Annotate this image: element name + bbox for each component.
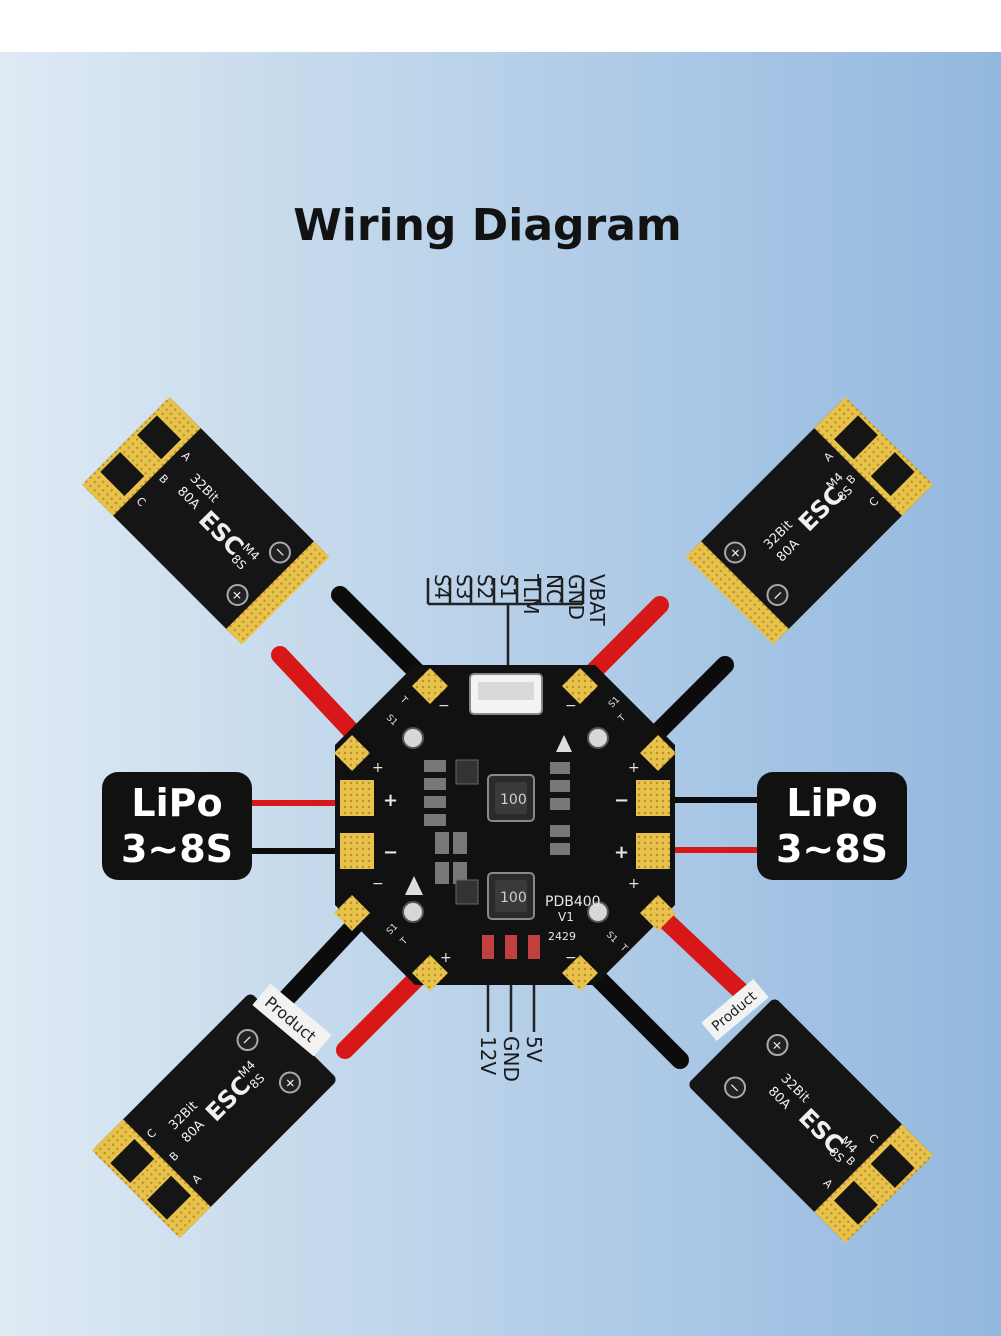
lipo-leads-left: [238, 800, 345, 854]
corner-minus-bl: −: [372, 876, 384, 892]
esc-top-right: [685, 396, 934, 645]
lipo-right-line1: LiPo: [786, 781, 878, 825]
pdb-version: V1: [558, 910, 574, 924]
wires-bottom-left: [276, 916, 429, 1059]
corner-minus-tl: −: [438, 698, 450, 714]
esc-bottom-right: [689, 999, 934, 1244]
lipo-left-line2: 3~8S: [120, 827, 234, 871]
label-s3: S3: [452, 574, 476, 599]
label-vbat: VBAT: [585, 574, 609, 627]
lipo-left-badge: LiPo 3~8S: [102, 772, 252, 880]
corner-minus-tr: −: [565, 698, 577, 714]
label-nc: NC: [542, 574, 566, 603]
label-gnd-power: GND: [499, 1036, 523, 1082]
wires-bottom-right: [586, 906, 759, 1069]
label-gnd: GND: [564, 574, 588, 620]
label-5v: 5V: [522, 1036, 546, 1063]
page-title: Wiring Diagram: [293, 200, 682, 251]
lipo-left-line1: LiPo: [131, 781, 223, 825]
pdb-code: 2429: [548, 930, 576, 943]
pad-plus-left: +: [383, 790, 398, 811]
lipo-right-line2: 3~8S: [775, 827, 889, 871]
inductor-marking-1: 100: [500, 792, 527, 808]
label-s1: S1: [496, 574, 520, 599]
corner-plus-bl: +: [440, 950, 452, 966]
corner-plus-tr: +: [628, 760, 640, 776]
corner-plus-tl: +: [372, 760, 384, 776]
label-s2: S2: [473, 574, 497, 599]
pad-minus-right: −: [614, 790, 629, 811]
top-strip: [0, 0, 1001, 52]
lipo-right-badge: LiPo 3~8S: [757, 772, 907, 880]
signal-header-labels: VBAT GND NC TLM S1 S2 S3 S4: [430, 573, 609, 627]
lipo-leads-right: [672, 797, 770, 853]
corner-plus-br: +: [628, 876, 640, 892]
label-tlm: TLM: [519, 573, 543, 615]
inductor-marking-2: 100: [500, 890, 527, 906]
corner-minus-br: −: [565, 950, 577, 966]
pad-plus-right: +: [614, 842, 629, 863]
wires-top-left: [271, 586, 429, 744]
signal-header-lines: [426, 578, 585, 676]
label-12v: 12V: [476, 1036, 500, 1075]
pdb-model: PDB400: [545, 894, 601, 910]
pdb-board: [334, 665, 676, 991]
label-s4: S4: [430, 574, 454, 599]
esc-top-left: [81, 396, 330, 645]
esc-bottom-left: [91, 994, 336, 1239]
pad-minus-left: −: [383, 842, 398, 863]
power-header-labels: 5V GND 12V: [476, 1036, 546, 1082]
board-text: PDB400 V1 2429 100 100 + − − + + − − + −…: [372, 694, 640, 966]
